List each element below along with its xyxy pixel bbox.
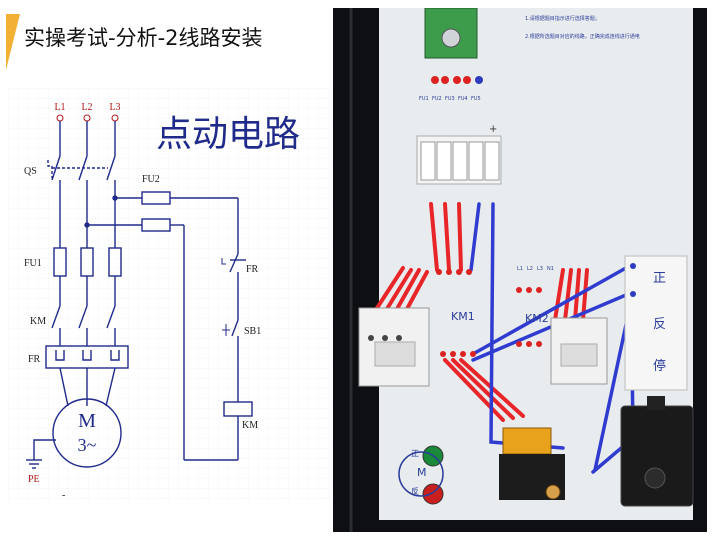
label-fr-ctrl: FR <box>246 264 259 275</box>
button-label-forward: 正 <box>653 271 666 286</box>
motor-phase-label: 3~ <box>78 435 97 455</box>
instruction-line-2: 2.根据所选题目对应的线路，正确完成连线进行通电 <box>525 33 640 40</box>
terminal-strip: L1 L2 L3 N1 <box>517 266 554 272</box>
svg-text:L3: L3 <box>537 266 543 272</box>
contactor-km1-label: KM1 <box>451 310 475 323</box>
schematic-grid <box>8 88 330 500</box>
fuse-terminals <box>431 76 483 84</box>
push-button-box <box>620 396 694 507</box>
power-circuit <box>26 121 129 469</box>
button-label-stop: 停 <box>653 358 666 374</box>
button-label-reverse: 反 <box>653 317 666 332</box>
schematic-title: 点动电路 <box>156 114 300 155</box>
lamp-label-reverse: 反 <box>411 486 419 496</box>
svg-text:FU2: FU2 <box>432 96 442 102</box>
label-km-main: KM <box>30 316 46 327</box>
label-dash: - <box>62 490 65 500</box>
red-lamp <box>422 483 444 505</box>
svg-text:L1: L1 <box>517 266 523 272</box>
cursor-crosshair: + <box>489 124 497 135</box>
svg-text:FU5: FU5 <box>471 96 481 102</box>
motor-label: M <box>78 410 96 432</box>
circuit-schematic: 点动电路 L1 L2 L3 <box>8 88 330 500</box>
label-sb1: SB1 <box>244 326 261 337</box>
label-qs: QS <box>24 166 37 177</box>
phase-label-l3: L3 <box>109 102 120 113</box>
label-fu2: FU2 <box>142 174 160 185</box>
svg-text:L2: L2 <box>527 266 533 272</box>
contactor-km2-label: KM2 <box>525 312 549 325</box>
red-wires <box>375 202 589 422</box>
title-accent-mark <box>6 14 20 70</box>
phase-label-l1: L1 <box>54 102 65 113</box>
svg-text:FU4: FU4 <box>458 96 468 102</box>
svg-text:FU3: FU3 <box>445 96 455 102</box>
thermal-relay <box>499 427 565 500</box>
contactor-km2 <box>550 317 608 385</box>
control-circuit <box>84 191 253 461</box>
lamp-label-forward: 正 <box>411 449 419 458</box>
fuse-block <box>416 135 502 185</box>
wiring-panel-photo: 1.请根据题目指示进行选择答题； 2.根据所选题目对应的线路，正确完成连线进行通… <box>333 8 707 532</box>
label-fu1: FU1 <box>24 258 42 269</box>
label-km-coil: KM <box>242 420 258 431</box>
lamp-label-motor: M <box>417 466 427 479</box>
fuse-labels: FU1 FU2 FU3 FU4 FU5 <box>419 96 481 102</box>
instruction-line-1: 1.请根据题目指示进行选择答题； <box>525 15 600 22</box>
button-panel <box>624 255 688 391</box>
contactor-km1 <box>358 307 430 387</box>
slide-title: 实操考试-分析-2线路安装 <box>24 26 263 50</box>
terminal-dots <box>436 269 542 357</box>
label-fr-main: FR <box>28 354 41 365</box>
slide-title-bar: 实操考试-分析-2线路安装 <box>0 14 330 70</box>
indicator-lamps <box>398 445 444 505</box>
svg-text:FU1: FU1 <box>419 96 429 102</box>
label-pe: PE <box>28 474 40 485</box>
phase-label-l2: L2 <box>81 102 92 113</box>
svg-text:N1: N1 <box>547 266 554 272</box>
